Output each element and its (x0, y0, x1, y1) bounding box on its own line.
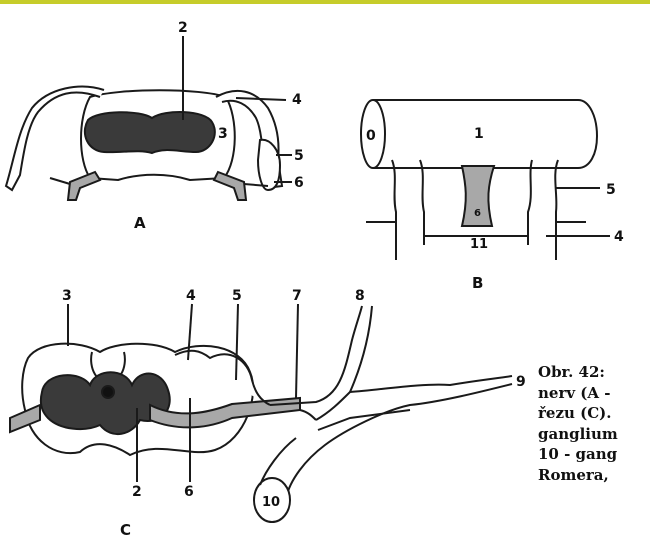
nerve-branch-c (270, 306, 362, 405)
label-6-b: 6 (474, 208, 481, 219)
label-3-a: 3 (218, 126, 228, 142)
label-1-b: 1 (474, 126, 484, 142)
label-4-c: 4 (186, 288, 196, 304)
label-5-c: 5 (232, 288, 242, 304)
label-2-c: 2 (132, 484, 142, 500)
caption-line: 10 - gang (538, 444, 650, 465)
label-6-a: 6 (294, 175, 304, 191)
label-5-b: 5 (606, 182, 616, 198)
label-4-b: 4 (614, 229, 624, 245)
caption-line: ganglium (538, 424, 650, 445)
caption-line: Obr. 42: (538, 362, 650, 383)
panel-letter-a: A (134, 214, 146, 232)
label-8-c: 8 (355, 288, 365, 304)
grey-matter-a (85, 112, 215, 153)
panel-letter-c: C (120, 521, 131, 539)
panel-a (6, 36, 292, 200)
label-5-a: 5 (294, 148, 304, 164)
label-10-c: 10 (262, 495, 280, 510)
label-4-a: 4 (292, 92, 302, 108)
ventral-root-right-a (214, 172, 246, 200)
label-3-c: 3 (62, 288, 72, 304)
label-0-b: 0 (366, 128, 376, 144)
label-11-b: 11 (470, 237, 488, 252)
panel-letter-b: B (472, 274, 483, 292)
panel-c (10, 304, 512, 522)
figure-caption: Obr. 42: nerv (A - řezu (C). ganglium 10… (538, 362, 650, 537)
label-9-c: 9 (516, 374, 526, 390)
caption-line: nerv (A - (538, 383, 650, 404)
label-7-c: 7 (292, 288, 302, 304)
caption-line: řezu (C). (538, 403, 650, 424)
cord-cylinder-b (373, 100, 597, 168)
label-6-c: 6 (184, 484, 194, 500)
panel-b (361, 100, 610, 260)
caption-line: Romera, (538, 465, 650, 486)
label-2-a: 2 (178, 20, 188, 36)
ventral-root-left-a (68, 172, 100, 200)
